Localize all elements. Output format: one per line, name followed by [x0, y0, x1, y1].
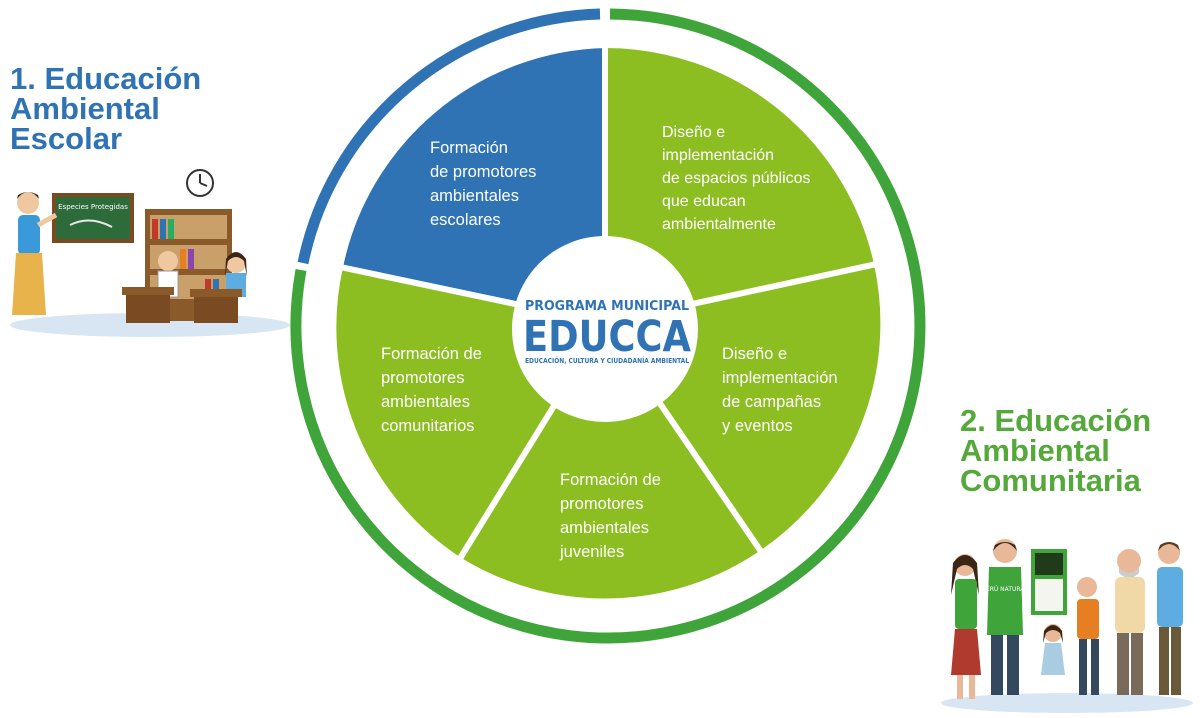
- classroom-illustration: Especies Protegidas: [10, 169, 290, 337]
- segment-label-line: ambientalmente: [662, 216, 776, 233]
- woman-figure: [951, 554, 981, 699]
- sign-board: [1031, 549, 1067, 615]
- segment-label-line: implementación: [662, 147, 774, 164]
- logo-top-text: PROGRAMA MUNICIPAL: [525, 299, 689, 314]
- older-man-figure: [1115, 549, 1145, 695]
- outer-ring-school-arc: [297, 8, 601, 265]
- clock-icon: [186, 169, 214, 197]
- segment-label-line: promotores: [560, 495, 643, 513]
- segment-label-line: escolares: [430, 211, 501, 229]
- segment-label-line: Diseño e: [722, 345, 787, 363]
- segment-formacion-escolares: [336, 41, 608, 327]
- chalkboard-text: Especies Protegidas: [58, 203, 128, 211]
- child-girl-figure: [1041, 624, 1065, 675]
- segment-label-line: de campañas: [722, 393, 821, 411]
- segment-label-line: de promotores: [430, 163, 536, 181]
- heading-educacion-ambiental-comunitaria: 2. Educación Ambiental Comunitaria: [960, 403, 1152, 498]
- segment-label-line: Formación: [430, 139, 508, 157]
- educca-logo: PROGRAMA MUNICIPAL EDUCCA EDUCACIÓN, CUL…: [523, 299, 692, 365]
- center-logo-circle: [512, 236, 698, 422]
- child-boy-figure: [1077, 577, 1099, 695]
- heading-line: Escolar: [10, 121, 123, 156]
- outer-ring-community-arc: [290, 8, 926, 644]
- segment-label-line: de espacios públicos: [662, 170, 811, 187]
- logo-tagline: EDUCACIÓN, CULTURA Y CIUDADANÍA AMBIENTA…: [525, 356, 689, 365]
- teacher-figure: [12, 192, 58, 315]
- heading-educacion-ambiental-escolar: 1. Educación Ambiental Escolar: [10, 61, 202, 156]
- heading-line: Ambiental: [10, 91, 160, 126]
- segment-label-line: y eventos: [722, 417, 793, 435]
- young-man-figure: [1157, 542, 1183, 695]
- segment-label-juveniles: Formación de promotores ambientales juve…: [559, 471, 665, 561]
- segment-label-line: que educan: [662, 193, 746, 210]
- segment-label-line: implementación: [722, 369, 838, 387]
- vest-man-figure: PERÚ NATURAL: [982, 539, 1028, 695]
- vest-text: PERÚ NATURAL: [982, 586, 1028, 593]
- heading-line: 1. Educación: [10, 61, 202, 96]
- segment-label-escolares: Formación de promotores ambientales esco…: [430, 139, 541, 229]
- heading-line: 2. Educación: [960, 403, 1152, 438]
- community-illustration: PERÚ NATURAL: [941, 539, 1193, 713]
- segment-label-line: ambientales: [560, 519, 649, 537]
- segment-label-line: Formación de: [381, 345, 482, 363]
- segment-label-line: ambientales: [430, 187, 519, 205]
- segment-label-espacios-publicos: Diseño e implementación de espacios públ…: [662, 124, 815, 233]
- segment-label-line: ambientales: [381, 393, 470, 411]
- student-girl-figure: [190, 252, 247, 323]
- segment-label-campanas-eventos: Diseño e implementación de campañas y ev…: [722, 345, 842, 435]
- segment-label-line: Formación de: [560, 471, 661, 489]
- heading-line: Ambiental: [960, 433, 1110, 468]
- heading-line: Comunitaria: [960, 463, 1141, 498]
- segment-formacion-juveniles: [454, 317, 767, 605]
- segment-label-line: comunitarios: [381, 417, 475, 435]
- segment-label-line: promotores: [381, 369, 464, 387]
- logo-main-text: EDUCCA: [523, 312, 692, 362]
- segment-label-line: Diseño e: [662, 124, 725, 141]
- segment-label-line: juveniles: [559, 543, 624, 561]
- segment-espacios-publicos: [602, 41, 881, 327]
- segment-label-comunitarios: Formación de promotores ambientales comu…: [381, 345, 486, 435]
- student-boy-figure: [122, 251, 179, 323]
